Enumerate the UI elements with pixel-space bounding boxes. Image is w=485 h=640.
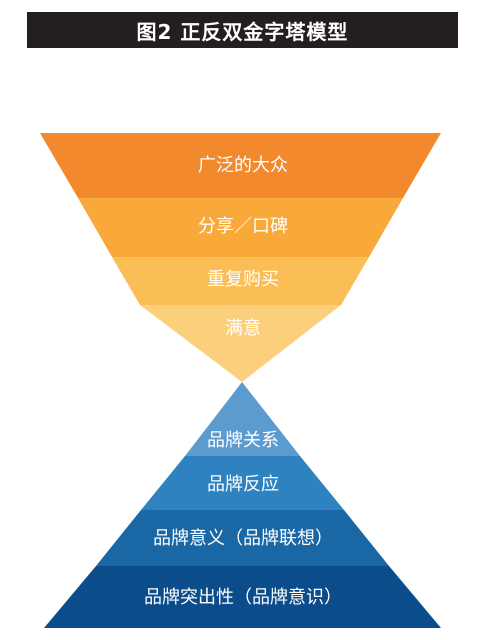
upright-layer-1-label: 品牌关系 (207, 430, 279, 451)
upright-pyramid: 品牌关系 品牌反应 品牌意义（品牌联想） 品牌突出性（品牌意识） (44, 382, 441, 628)
figure-title: 图2 正反双金字塔模型 (27, 12, 458, 48)
inverted-layer-3-label: 重复购买 (207, 269, 279, 290)
upright-layer-1 (185, 382, 300, 456)
upright-layer-2-label: 品牌反应 (207, 474, 279, 495)
figure-title-text: 图2 正反双金字塔模型 (136, 19, 349, 44)
inverted-layer-4-label: 满意 (225, 318, 261, 339)
inverted-layer-2 (78, 198, 403, 257)
upright-layer-4-label: 品牌突出性（品牌意识） (144, 587, 342, 608)
upright-layer-3 (96, 510, 389, 566)
inverted-layer-2-label: 分享／口碑 (198, 216, 288, 237)
upright-layer-4 (44, 566, 441, 628)
upright-layer-3-label: 品牌意义（品牌联想） (153, 528, 333, 549)
inverted-layer-1-label: 广泛的大众 (198, 155, 288, 176)
inverted-pyramid: 广泛的大众 分享／口碑 重复购买 满意 (40, 133, 441, 382)
inverted-layer-3 (112, 257, 369, 305)
inverted-layer-1 (40, 133, 441, 198)
upright-layer-2 (141, 456, 344, 510)
inverted-layer-4 (140, 305, 341, 382)
